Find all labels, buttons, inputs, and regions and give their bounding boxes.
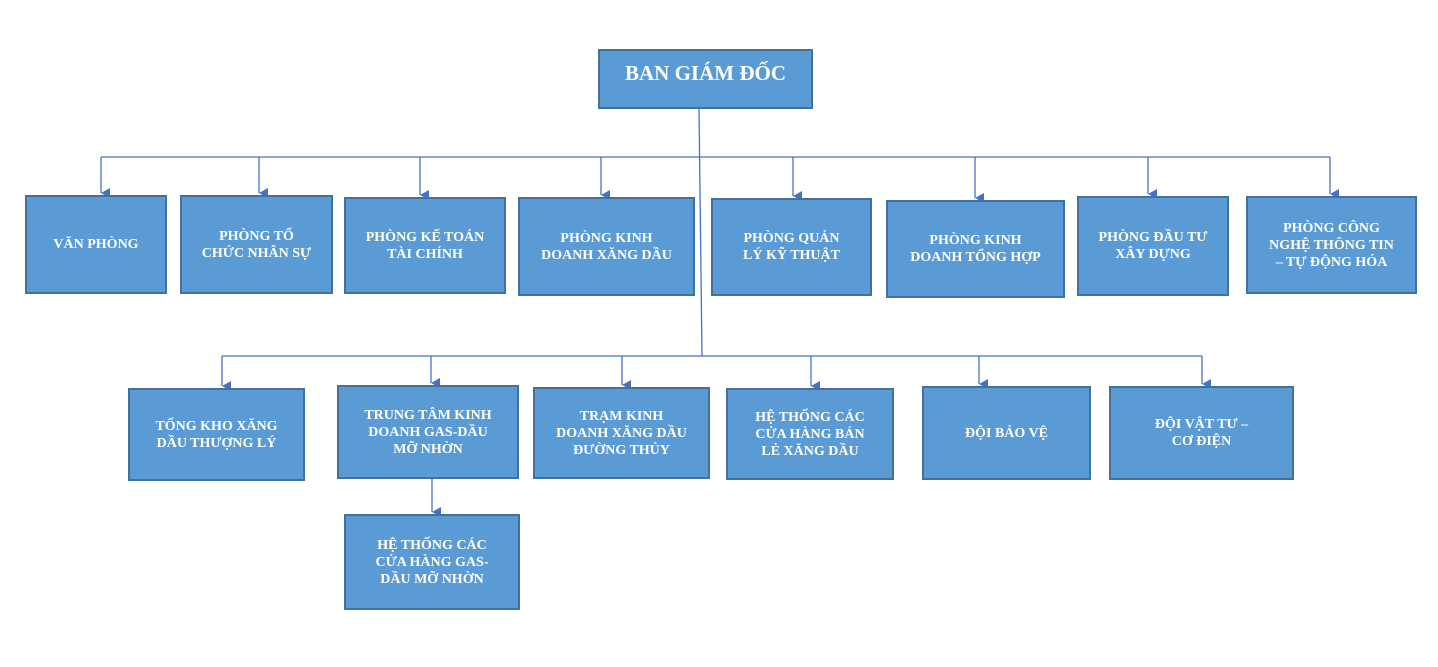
- node-phong-to-chuc-nhan-su: PHÒNG TỔ CHỨC NHÂN SỰ: [180, 195, 333, 294]
- node-tong-kho-xang-dau-thuong-ly: TỔNG KHO XĂNG DẦU THƯỢNG LÝ: [128, 388, 305, 481]
- trunk-line: [698, 108, 703, 357]
- node-tram-kinh-doanh-xang-dau-duong-thuy: TRẠM KINH DOANH XĂNG DẦU ĐƯỜNG THỦY: [533, 387, 710, 479]
- root-node-ban-giam-doc: BAN GIÁM ĐỐC: [598, 49, 813, 109]
- node-phong-kinh-doanh-tong-hop: PHÒNG KINH DOANH TỔNG HỢP: [886, 200, 1065, 298]
- node-van-phong: VĂN PHÒNG: [25, 195, 167, 294]
- node-doi-bao-ve: ĐỘI BẢO VỆ: [922, 386, 1091, 480]
- node-phong-kinh-doanh-xang-dau: PHÒNG KINH DOANH XĂNG DẦU: [518, 197, 695, 296]
- node-phong-cong-nghe-thong-tin: PHÒNG CÔNG NGHỆ THÔNG TIN – TỰ ĐỘNG HÓA: [1246, 196, 1417, 294]
- node-he-thong-cua-hang-ban-le: HỆ THỐNG CÁC CỬA HÀNG BÁN LẺ XĂNG DẦU: [726, 388, 894, 480]
- node-doi-vat-tu-co-dien: ĐỘI VẬT TƯ – CƠ ĐIỆN: [1109, 386, 1294, 480]
- node-phong-dau-tu-xay-dung: PHÒNG ĐẦU TƯ XÂY DỰNG: [1077, 196, 1229, 296]
- node-he-thong-cua-hang-gas: HỆ THỐNG CÁC CỬA HÀNG GAS- DẦU MỠ NHỜN: [344, 514, 520, 610]
- node-trung-tam-kinh-doanh-gas: TRUNG TÂM KINH DOANH GAS-DẦU MỠ NHỜN: [337, 385, 519, 479]
- node-phong-quan-ly-ky-thuat: PHÒNG QUẢN LÝ KỸ THUẬT: [711, 198, 872, 296]
- node-phong-ke-toan-tai-chinh: PHÒNG KẾ TOÁN TÀI CHÍNH: [344, 197, 506, 294]
